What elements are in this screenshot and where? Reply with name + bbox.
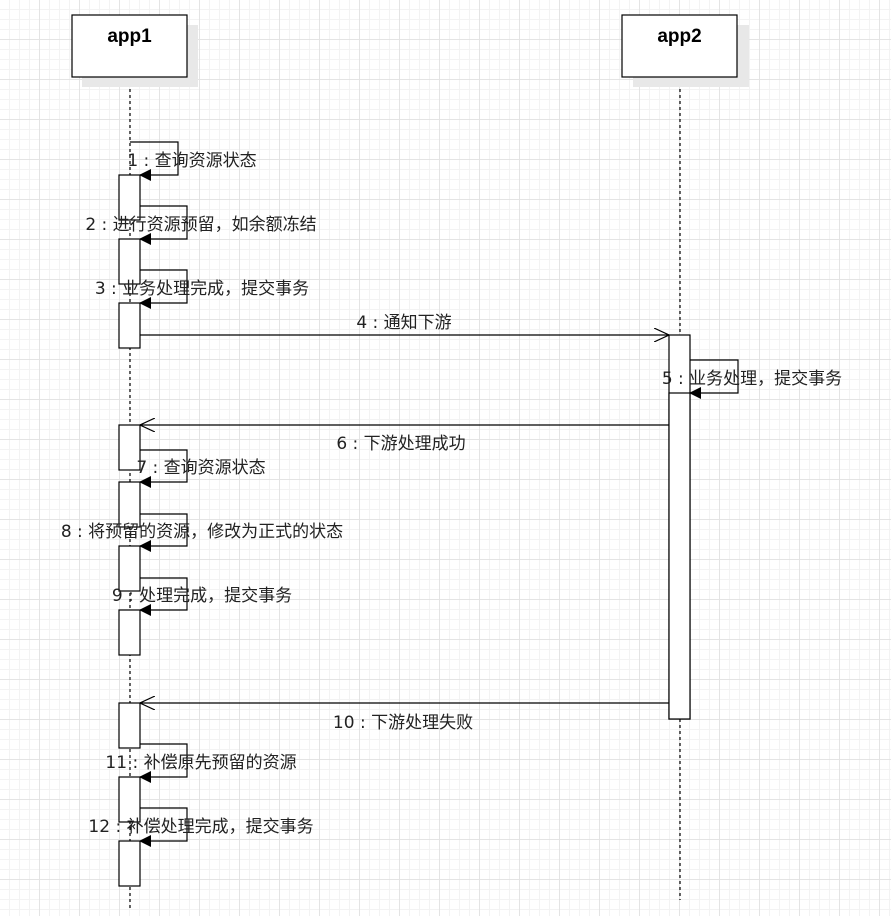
message-label: 12 : 补偿处理完成，提交事务	[88, 817, 313, 837]
activation-bar	[118, 302, 141, 349]
activation-bar	[118, 238, 141, 285]
actor-app2-label: app2	[657, 26, 701, 47]
activation-bar	[118, 174, 141, 221]
message-label: 7 : 查询资源状态	[136, 458, 265, 478]
message-label: 2 : 进行资源预留，如余额冻结	[85, 215, 316, 235]
message-label: 10 : 下游处理失败	[333, 713, 473, 733]
message-arrow	[139, 577, 188, 616]
message-arrow	[139, 205, 188, 245]
message-label: 9 : 处理完成，提交事务	[112, 586, 292, 606]
actor-app2[interactable]: app2	[621, 14, 749, 87]
activation-bar	[118, 424, 141, 471]
activation-bar	[118, 609, 141, 656]
message-label: 6 : 下游处理成功	[336, 434, 465, 454]
message-label: 11 : 补偿原先预留的资源	[105, 753, 296, 773]
message-label: 3 : 业务处理完成，提交事务	[95, 279, 309, 299]
message-label: 8 : 将预留的资源，修改为正式的状态	[61, 522, 343, 542]
message-arrow	[139, 807, 188, 847]
message-arrow	[139, 449, 188, 488]
message-arrow	[139, 269, 188, 309]
activation-bar	[118, 545, 141, 592]
activation-bar	[118, 776, 141, 823]
activation-bar	[118, 702, 141, 749]
message-label: 5 : 业务处理，提交事务	[662, 369, 842, 389]
message-label: 4 : 通知下游	[356, 313, 451, 333]
message-arrow	[139, 743, 188, 783]
message-arrow	[689, 359, 739, 399]
activation-bar	[668, 392, 691, 720]
message-label: 1 : 查询资源状态	[127, 151, 256, 171]
actor-app1[interactable]: app1	[71, 14, 198, 87]
activation-bar	[118, 840, 141, 887]
message-arrow	[130, 141, 179, 181]
activation-bar	[118, 481, 141, 528]
actor-app1-label: app1	[107, 26, 152, 47]
message-arrow	[139, 513, 188, 552]
